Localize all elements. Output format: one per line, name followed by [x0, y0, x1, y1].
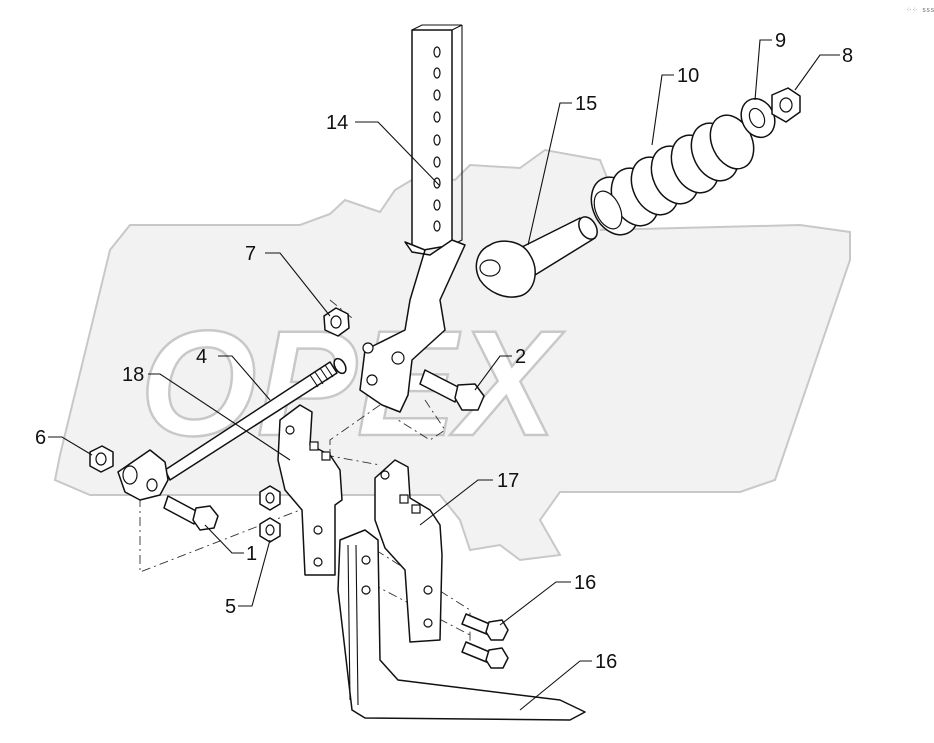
bracket-part-18 — [374, 459, 443, 643]
callout-10: 10 — [677, 65, 699, 87]
bolts-part-15 — [461, 613, 509, 669]
callout-17: 18 — [122, 364, 144, 386]
nut-part-7 — [323, 307, 350, 337]
callout-18: 17 — [497, 470, 519, 492]
callout-9: 9 — [775, 30, 786, 52]
callout-2: 2 — [515, 346, 526, 368]
callout-13: 14 — [326, 112, 348, 134]
nut-part-8 — [771, 87, 801, 123]
callout-labels: 14 15 10 9 8 7 2 4 18 6 1 5 17 16 17 16 — [35, 30, 853, 618]
spring-guide-part-14 — [475, 216, 598, 298]
leader-lines — [48, 39, 840, 711]
callout-5: 5 — [225, 596, 236, 618]
callout-4: 4 — [196, 346, 207, 368]
callout-15: 16 — [574, 572, 596, 594]
callout-7: 7 — [245, 243, 256, 265]
bolt-part-1 — [163, 495, 219, 531]
adjustment-bar-part-13 — [359, 24, 466, 413]
threaded-rod-part-4 — [117, 357, 347, 501]
shovel-point-part-16 — [337, 529, 586, 721]
watermark-text: OPEX — [140, 299, 565, 467]
callout-16-visible: 16 — [595, 651, 617, 673]
bracket-part-17 — [277, 404, 343, 576]
watermark-logo: OPEX — [53, 148, 851, 562]
nuts-part-5 — [259, 485, 281, 543]
corner-mark: ⁘⁘ ssss — [906, 6, 934, 14]
washer-part-9 — [740, 97, 776, 139]
callout-1: 1 — [246, 543, 257, 565]
bolt-part-2 — [419, 369, 485, 411]
callout-6: 6 — [35, 427, 46, 449]
nut-part-6 — [89, 445, 114, 473]
compression-spring-part-10 — [590, 114, 755, 236]
callout-8: 8 — [842, 45, 853, 67]
callout-14: 15 — [575, 93, 597, 115]
